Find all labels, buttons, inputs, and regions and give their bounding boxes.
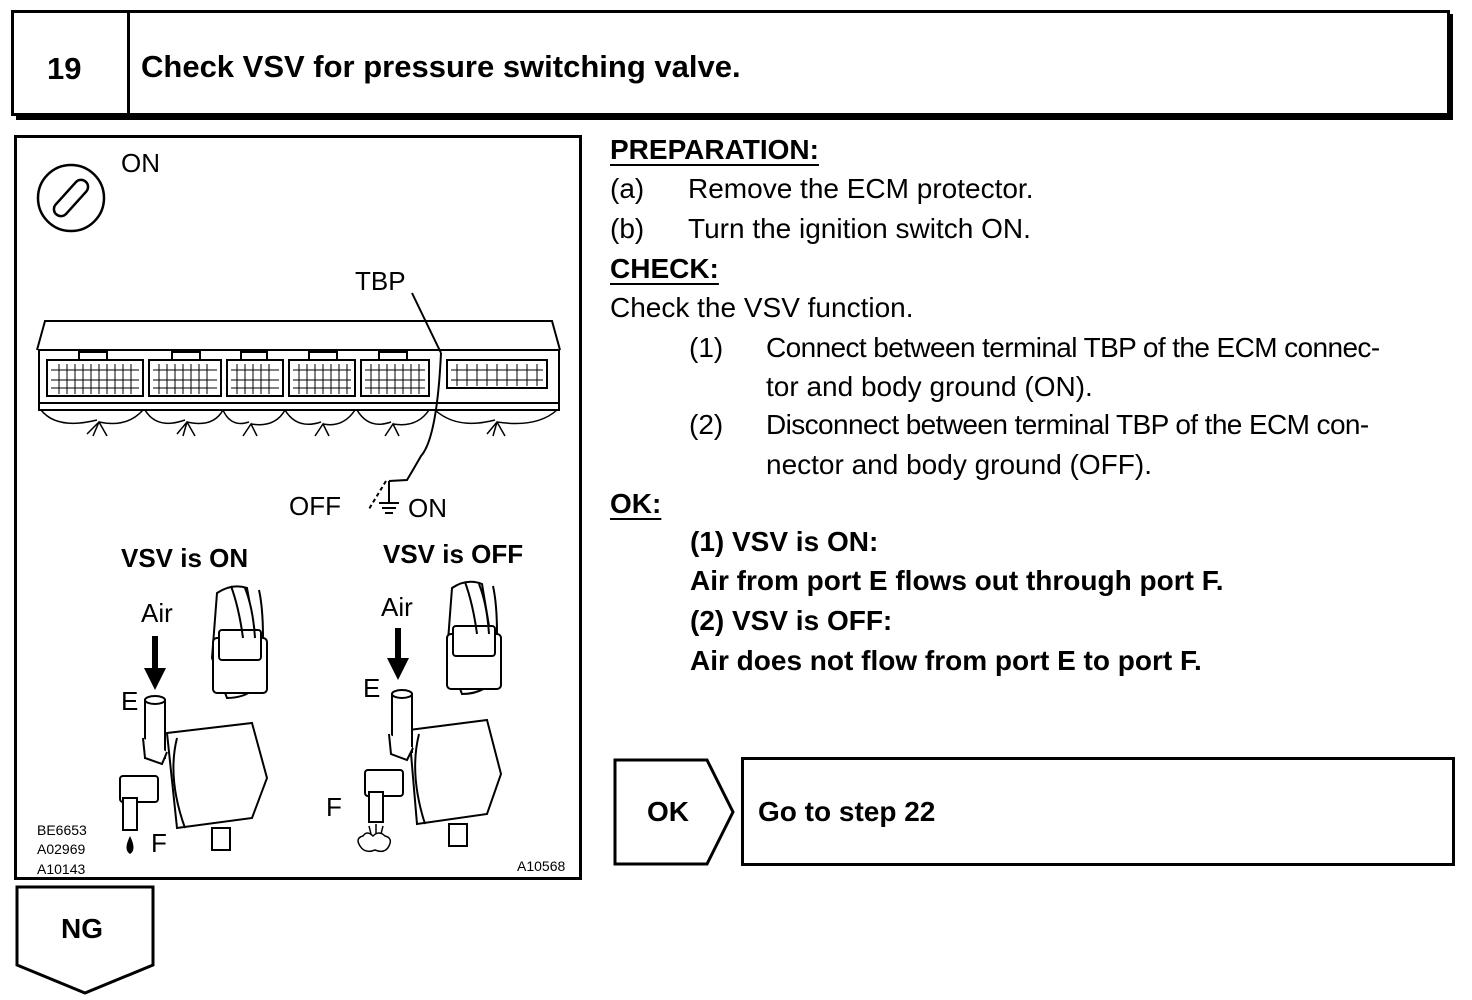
step-number-cell [14, 13, 130, 113]
prep-text-a: Remove the ECM protector. [688, 173, 1034, 204]
check-marker-1: (1) [689, 332, 724, 363]
on-label: ON [408, 493, 447, 523]
port-f-label-off: F [326, 792, 342, 822]
step-title: Check VSV for pressure switching valve. [141, 49, 741, 84]
figure-code-1: BE6653 [37, 822, 87, 838]
prep-text-b: Turn the ignition switch ON. [688, 213, 1031, 244]
wire-harness [40, 409, 558, 437]
air-label-off: Air [381, 592, 413, 622]
figure-code-2: A02969 [37, 841, 86, 857]
ok-heading: OK: [610, 488, 662, 519]
step-header: 19 Check VSV for pressure switching valv… [11, 10, 1450, 116]
ok-line-3: (2) VSV is OFF: [690, 605, 893, 636]
ok-result-label: OK [647, 796, 689, 827]
tbp-lead [368, 292, 442, 514]
blocked-puff [357, 824, 392, 853]
ignition-on-label: ON [121, 148, 160, 178]
connector-pins [51, 364, 543, 394]
vsv-on-valve [119, 585, 269, 851]
ok-line-4: Air does not flow from port E to port F. [690, 645, 1202, 676]
ok-result-box: Go to step 22 [741, 757, 1455, 866]
air-arrow-on [144, 636, 166, 690]
check-text-1a: Connect between terminal TBP of the ECM … [766, 332, 1380, 363]
figure-code-3: A10143 [37, 861, 86, 877]
air-arrow-off [387, 628, 409, 680]
ok-arrow-box [613, 758, 735, 866]
ok-line-1: (1) VSV is ON: [690, 526, 879, 557]
ecm-connector [36, 320, 561, 411]
air-label-on: Air [141, 598, 173, 628]
tbp-label: TBP [355, 266, 406, 296]
prep-marker-b: (b) [610, 213, 645, 244]
figure-panel: ON TBP OFF ON VSV is ON VSV is OFF Air A… [14, 135, 582, 880]
check-heading: CHECK: [610, 253, 719, 284]
figure-code-right: A10568 [517, 858, 566, 874]
check-text-2a: Disconnect between terminal TBP of the E… [766, 409, 1369, 440]
preparation-heading: PREPARATION: [610, 134, 819, 165]
ignition-switch-icon [36, 163, 106, 233]
ok-line-2: Air from port E flows out through port F… [690, 565, 1224, 596]
check-marker-2: (2) [689, 409, 724, 440]
vsv-off-title: VSV is OFF [383, 539, 524, 569]
ng-arrow-box [15, 885, 155, 995]
port-e-label-off: E [363, 673, 381, 703]
figure-illustration [36, 163, 561, 854]
vsv-on-title: VSV is ON [121, 543, 249, 573]
step-number: 19 [47, 51, 82, 86]
check-text-1b: tor and body ground (ON). [766, 371, 1093, 402]
prep-marker-a: (a) [610, 173, 645, 204]
ng-label: NG [61, 913, 103, 944]
port-f-label-on: F [151, 828, 167, 858]
off-label: OFF [289, 491, 341, 521]
port-e-label-on: E [121, 686, 139, 716]
ok-result-text: Go to step 22 [758, 796, 936, 827]
check-intro: Check the VSV function. [610, 292, 914, 323]
vsv-off-valve [364, 580, 503, 847]
check-text-2b: nector and body ground (OFF). [766, 449, 1152, 480]
outflow-drop [126, 836, 134, 854]
